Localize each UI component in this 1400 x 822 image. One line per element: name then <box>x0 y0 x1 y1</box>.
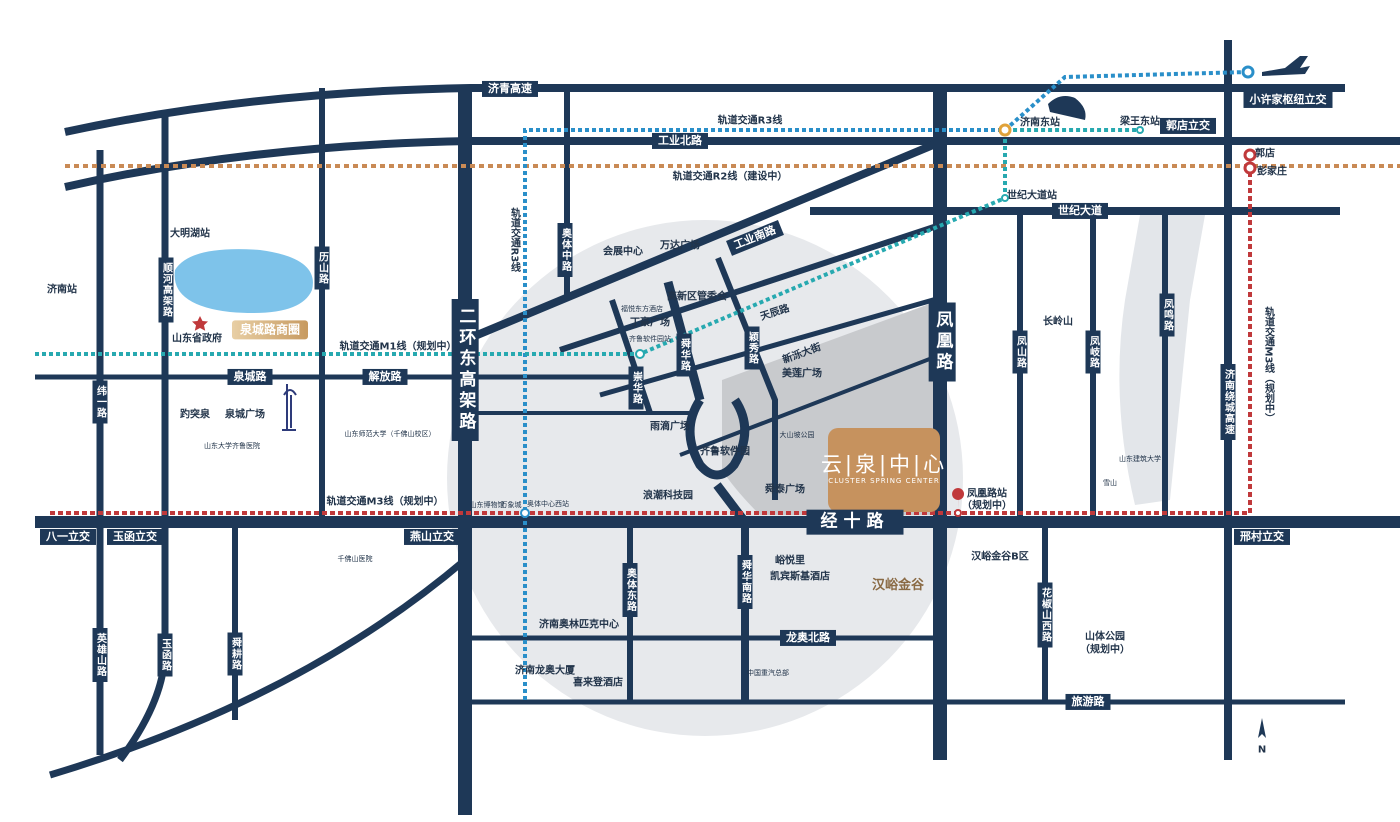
landmarks-guangchang-label: 泉城广场 <box>225 409 265 421</box>
landmarks-xueshan-label: 雪山 <box>1103 479 1117 488</box>
rail-r3v-label: 轨道交通R3线 <box>508 207 520 273</box>
roads-shunhua-label: 舜华路 <box>676 333 692 377</box>
landmarks-olympic-label: 济南奥林匹克中心 <box>539 619 619 631</box>
rail-r3-label: 轨道交通R3线 <box>717 115 783 127</box>
landmarks-meilian-label: 美莲广场 <box>782 368 822 380</box>
landmarks-shanti-note-label: （规划中） <box>1080 644 1130 656</box>
landmarks-hanyub-label: 汉峪金谷B区 <box>971 551 1029 563</box>
roads-gongyebei-label: 工业北路 <box>652 132 708 150</box>
roads-lishan-label: 历山路 <box>314 246 330 290</box>
landmarks-shangquan-label: 泉城路商圈 <box>231 320 309 340</box>
landmarks-shanti-label: 山体公园 <box>1085 631 1125 643</box>
landmarks-dashanpo-label: 大山坡公园 <box>779 431 815 440</box>
lake-daminghu <box>174 249 313 314</box>
stations-fenghuanglu-label: 凤凰路站 <box>967 488 1007 500</box>
roads-aotidong-label: 奥体东路 <box>622 563 638 617</box>
landmarks-wanxiang-label: 万象城 <box>500 501 522 510</box>
landmarks-qianfo-label: 千佛山医院 <box>337 555 373 564</box>
roads-fenghuang-label: 凤凰路 <box>928 302 956 382</box>
roads-raocheng-label: 济南绕城高速 <box>1220 364 1236 440</box>
landmarks-fuyue-label: 福悦东方酒店 <box>621 305 663 314</box>
stations-aotixi-label: 奥体中心西站 <box>527 500 569 509</box>
landmarks-museum-label: 山东博物馆 <box>469 501 505 510</box>
landmarks-gov-label: 山东省政府 <box>172 333 222 345</box>
rail-m3v-label: 轨道交通M3线（规划中） <box>1262 306 1274 424</box>
landmarks-longao-label: 济南龙奥大厦 <box>515 665 575 677</box>
roads-longaobei-label: 龙奥北路 <box>780 629 836 647</box>
roads-chonghua-label: 崇华路 <box>628 366 644 410</box>
rail-m3-label: 轨道交通M3线（规划中） <box>326 496 444 508</box>
rail-r2-label: 轨道交通R2线（建设中） <box>672 171 788 183</box>
landmarks-langchao-label: 浪潮科技园 <box>643 490 693 502</box>
landmarks-gaoxin-label: 高新区管委会 <box>667 291 727 303</box>
landmarks-wanda-label: 万达广场 <box>660 240 700 252</box>
m3-line <box>50 155 1252 515</box>
stations-jinan-label: 济南站 <box>47 284 77 296</box>
airplane-icon <box>1262 56 1310 76</box>
landmarks-changling-label: 长岭山 <box>1043 316 1073 328</box>
stations-jinandong-label: 济南东站 <box>1020 117 1060 129</box>
station-markers <box>520 65 1257 518</box>
quancheng-square-monument-icon <box>282 384 297 431</box>
landmarks-yuyueli-label: 峪悦里 <box>775 555 805 567</box>
landmarks-huizhan-label: 会展中心 <box>603 246 643 258</box>
landmarks-yudi-label: 雨滴广场 <box>650 421 690 433</box>
landmarks-sheraton-label: 喜来登酒店 <box>573 677 623 689</box>
landmarks-baotu-label: 趵突泉 <box>180 409 210 421</box>
landmarks-hanyu-label: 汉峪金谷 <box>871 577 925 593</box>
interchanges-yanshan-label: 燕山立交 <box>404 528 460 546</box>
landmarks-jianzhu-label: 山东建筑大学 <box>1119 455 1161 464</box>
roads-fengshan-label: 凤山路 <box>1012 330 1028 374</box>
location-pin-icon <box>952 488 965 510</box>
stations-pengjiazhuang-label: 彭家庄 <box>1257 166 1287 178</box>
landmarks-qilu-label: 齐鲁软件园 <box>700 446 750 458</box>
roads-shunhuanan-label: 舜华南路 <box>737 555 753 609</box>
roads-quancheng-label: 泉城路 <box>227 368 273 386</box>
roads-shiji-label: 世纪大道 <box>1052 202 1108 220</box>
roads-erhuan-label: 二环东高架路 <box>451 299 479 441</box>
interchanges-xiaoxujia-label: 小许家枢纽立交 <box>1243 91 1333 109</box>
stations-daminghu-label: 大明湖站 <box>170 228 210 240</box>
gov-star-icon <box>192 316 208 331</box>
landmarks-shida-label: 山东师范大学（千佛山校区） <box>344 430 436 439</box>
interchanges-guodian-label: 郭店立交 <box>1160 117 1216 135</box>
north-arrow-icon <box>1258 718 1266 738</box>
landmarks-shuntai-label: 舜泰广场 <box>765 484 805 496</box>
stations-guodian-label: 郭店 <box>1255 148 1275 160</box>
rail-m1-label: 轨道交通M1线（规划中） <box>339 341 457 353</box>
landmarks-kempinski-label: 凯宾斯基酒店 <box>770 571 830 583</box>
project-en-label: CLUSTER SPRING CENTER <box>828 477 940 486</box>
interchanges-xingcun-label: 邢村立交 <box>1234 528 1290 546</box>
landmarks-dinghao-label: 丁豪广场 <box>630 317 670 329</box>
roads-jiefang-label: 解放路 <box>362 368 408 386</box>
interchanges-bayi-label: 八一立交 <box>40 528 96 546</box>
stations-shijidadao-label: 世纪大道站 <box>1007 190 1057 202</box>
landmarks-qiluyiyuan-label: 山东大学齐鲁医院 <box>204 442 260 451</box>
roads-shungeng-label: 舜耕路 <box>227 632 243 676</box>
roads-yingxiongshan-label: 英雄山路 <box>92 628 108 682</box>
roads-yingxiu-label: 颖秀路 <box>744 326 760 370</box>
roads-jiqing-label: 济青高速 <box>482 80 538 98</box>
stations-fenghuanglu-note-label: （规划中） <box>962 500 1012 512</box>
project-block <box>828 428 940 512</box>
landmarks-zhongqi-label: 中国重汽总部 <box>747 669 789 678</box>
compass-label: N <box>1257 744 1267 756</box>
stations-liangwangdong-label: 梁王东站 <box>1120 116 1160 128</box>
train-icon <box>1048 96 1086 120</box>
roads <box>35 40 1400 815</box>
roads-fengming-label: 凤鸣路 <box>1159 293 1175 337</box>
interchanges-yuhan-label: 玉函立交 <box>107 528 163 546</box>
roads-yuhan-label: 玉函路 <box>157 633 173 677</box>
roads-aotizhong-label: 奥体中路 <box>557 223 573 277</box>
roads-jingshi-label: 经十路 <box>806 509 904 535</box>
roads-lvyou-label: 旅游路 <box>1065 693 1111 711</box>
roads-shunhe-label: 顺河高架路 <box>158 257 174 323</box>
stations-qiluruanjian-label: 齐鲁软件园站 <box>629 335 671 344</box>
roads-weiyi-label: 纬一路 <box>92 380 108 424</box>
roads-fengqi-label: 凤岐路 <box>1085 330 1101 374</box>
roads-huajiaoshan-label: 花椒山西路 <box>1037 582 1053 648</box>
project-name-label: 云|泉|中|心 <box>820 452 948 477</box>
